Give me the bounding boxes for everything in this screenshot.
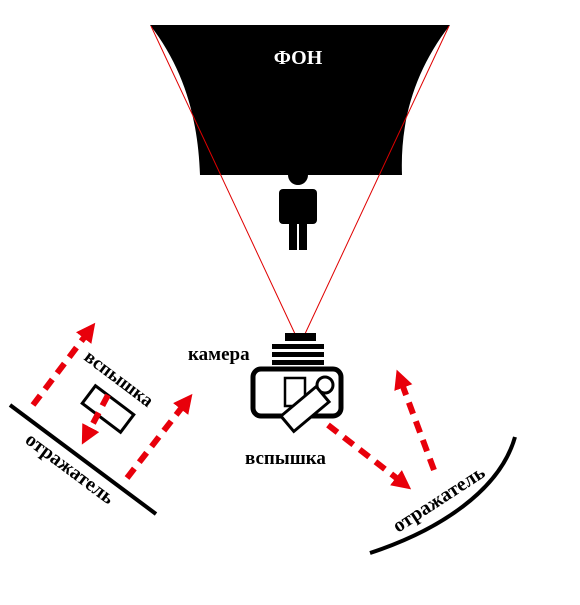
reflector-left-label: отражатель <box>21 428 119 509</box>
light-paths <box>30 322 437 490</box>
reflector-right <box>369 436 517 555</box>
light-path-flash-to-reflector <box>326 422 412 490</box>
person-icon <box>279 165 317 250</box>
background-label: ФОН <box>274 47 323 69</box>
view-line-left <box>150 25 297 337</box>
camera-label: камера <box>188 344 250 365</box>
light-path-right-reflected <box>394 369 437 472</box>
light-path-left-up <box>30 322 96 407</box>
view-line-right <box>303 25 450 337</box>
light-path-left-down <box>81 393 111 445</box>
reflector-left <box>8 403 158 516</box>
camera-flash-icon <box>278 384 332 434</box>
left-flash-icon <box>80 383 136 435</box>
light-path-left-reflected <box>124 393 193 480</box>
background-backdrop <box>150 25 450 175</box>
camera-flash-label: вспышка <box>245 448 326 469</box>
